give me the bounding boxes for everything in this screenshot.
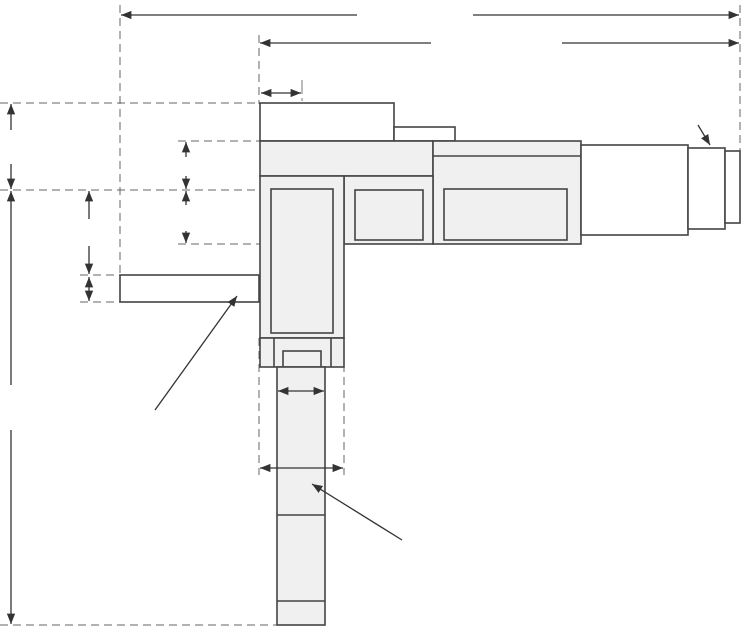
leader-arrow-left-arm [154,295,238,411]
vertical-shaft [276,366,326,626]
left-window [270,188,334,334]
shaft-section-2 [687,147,726,230]
shaft-end [724,150,741,224]
shaft-section-1 [580,144,689,236]
middle-window [354,189,424,241]
leader-arrow-shaft-end [697,124,711,146]
top-block [259,102,395,142]
leader-arrow-shaft [311,483,403,541]
extension-lines [0,5,741,626]
dimension-lines [6,10,739,624]
upper-band [259,140,434,177]
left-arm [119,274,260,303]
base-slot [282,350,322,368]
right-window [443,188,568,241]
top-tab [393,126,456,142]
